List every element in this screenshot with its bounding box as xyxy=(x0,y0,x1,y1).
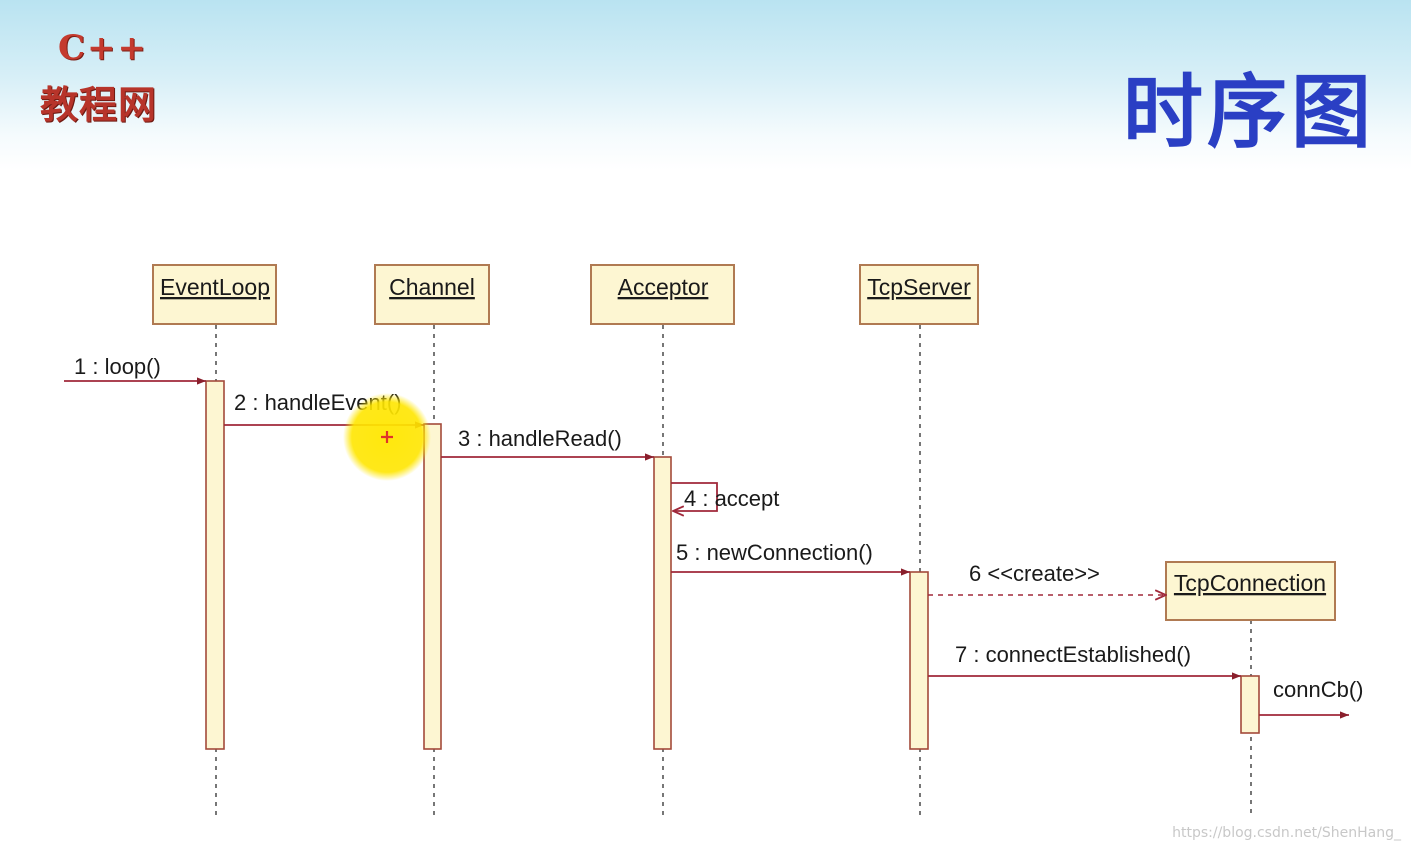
activation-tcpconnection xyxy=(1240,675,1260,734)
activation-tcpserver xyxy=(909,571,929,750)
message-1-label: 1 : loop() xyxy=(74,354,161,379)
slide-title: 时序图 xyxy=(1123,66,1375,159)
header-band xyxy=(0,0,1411,170)
object-eventloop: EventLoop xyxy=(152,264,277,325)
message-5-label: 5 : newConnection() xyxy=(676,540,873,565)
logo: C++ 教程网 xyxy=(40,28,190,128)
object-tcpconnection-label: TcpConnection xyxy=(1174,570,1326,596)
activation-eventloop xyxy=(205,380,225,750)
object-tcpconnection: TcpConnection xyxy=(1165,561,1336,621)
message-7-label: 7 : connectEstablished() xyxy=(955,642,1191,667)
activation-acceptor xyxy=(653,456,672,750)
object-tcpserver-label: TcpServer xyxy=(867,274,971,300)
cursor-plus-icon xyxy=(381,431,393,443)
message-3-label: 3 : handleRead() xyxy=(458,426,622,451)
message-conncb-label: connCb() xyxy=(1273,677,1363,702)
object-channel: Channel xyxy=(374,264,490,325)
message-4-self-arrow xyxy=(671,482,718,511)
object-eventloop-label: EventLoop xyxy=(160,274,270,300)
watermark: https://blog.csdn.net/ShenHang_ xyxy=(1172,825,1401,841)
object-tcpserver: TcpServer xyxy=(859,264,979,325)
cursor-highlight xyxy=(343,393,431,481)
object-acceptor: Acceptor xyxy=(590,264,735,325)
logo-cpp-text: C++ xyxy=(58,28,149,68)
message-4-label: 4 : accept xyxy=(684,486,779,511)
logo-site-name: 教程网 xyxy=(40,83,158,127)
message-6-label: 6 <<create>> xyxy=(969,561,1100,586)
object-channel-label: Channel xyxy=(389,274,475,300)
object-acceptor-label: Acceptor xyxy=(618,274,709,300)
activation-channel xyxy=(423,423,442,750)
